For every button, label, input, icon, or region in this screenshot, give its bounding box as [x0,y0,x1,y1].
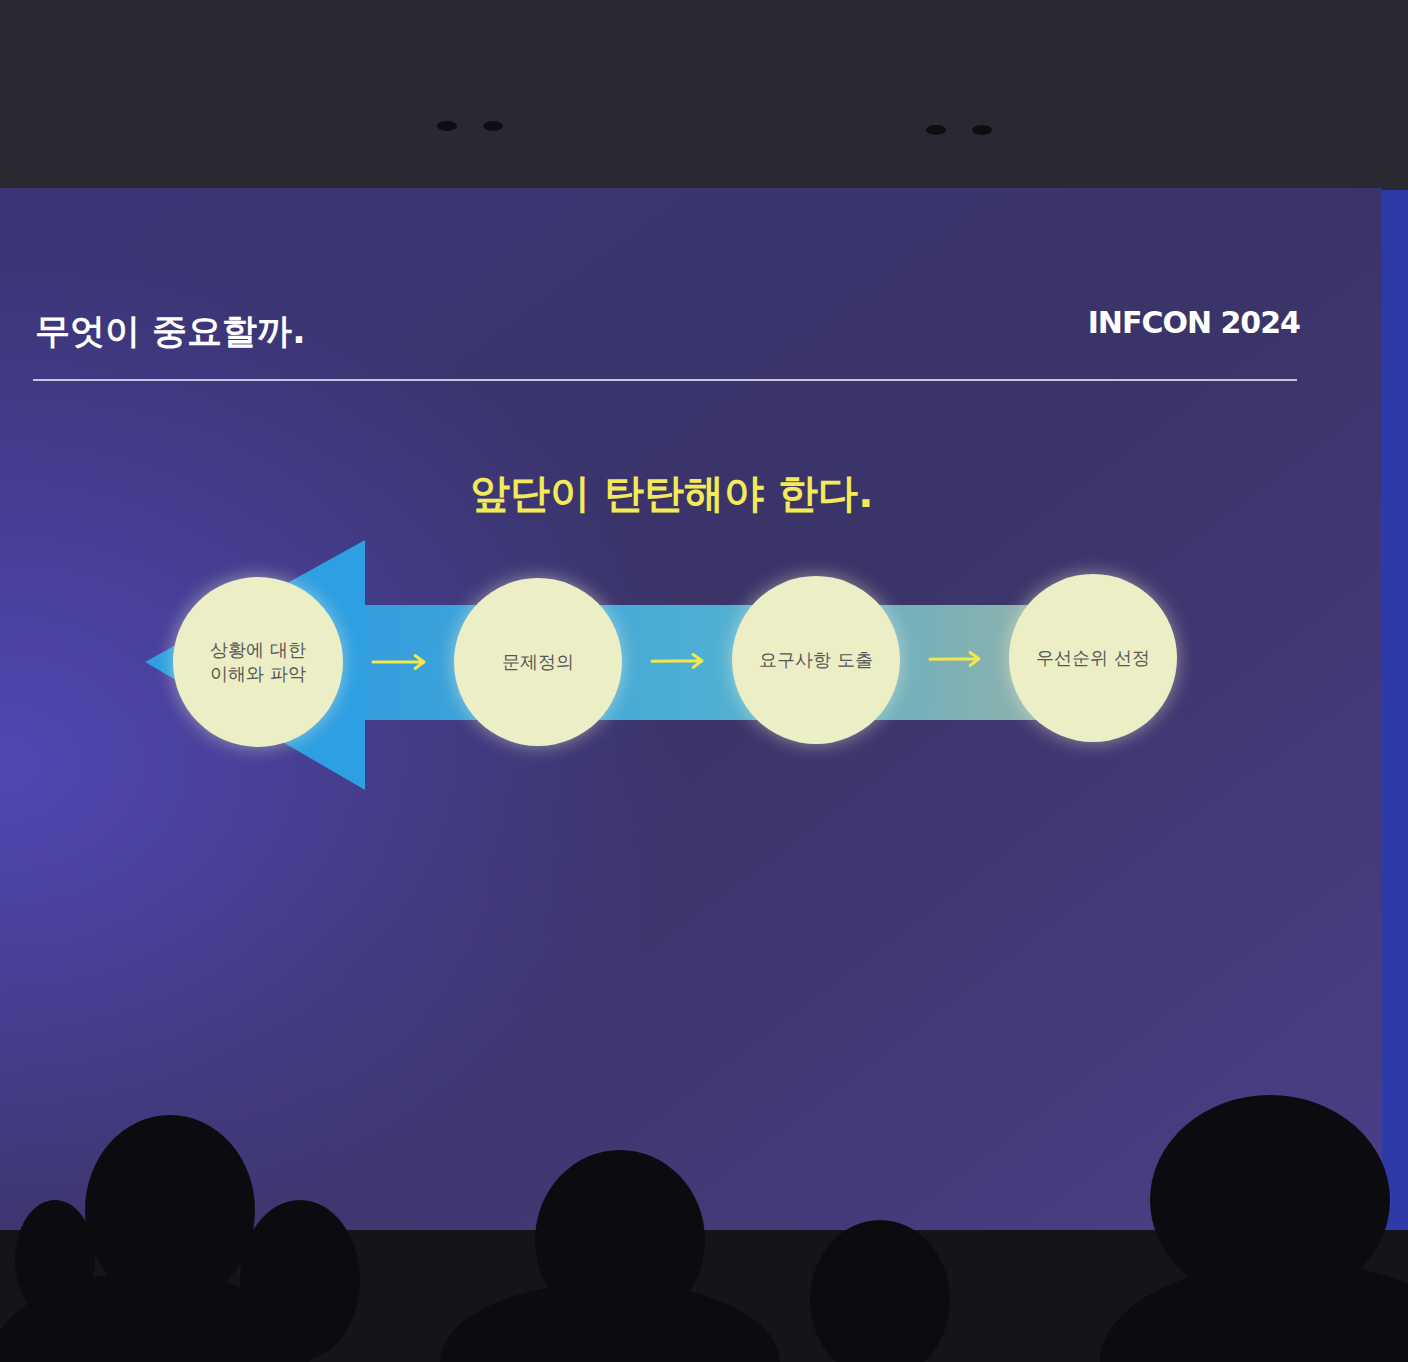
event-name: INFCON 2024 [1088,305,1300,340]
step-label: 우선순위 선정 [1036,646,1150,670]
step-circle: 상황에 대한 이해와 파악 [173,577,343,747]
step-label: 상황에 대한 이해와 파악 [196,638,320,687]
flow-arrow [652,654,702,667]
step-circle: 문제정의 [454,578,622,746]
step-label: 요구사항 도출 [759,648,873,672]
slide-title: 무엇이 중요할까. [35,308,305,355]
flow-arrow [373,656,424,669]
flow-arrow [930,652,979,665]
step-circle: 우선순위 선정 [1009,574,1177,742]
step-label: 문제정의 [502,650,574,674]
step-circle: 요구사항 도출 [732,576,900,744]
headline: 앞단이 탄탄해야 한다. [0,466,1344,521]
